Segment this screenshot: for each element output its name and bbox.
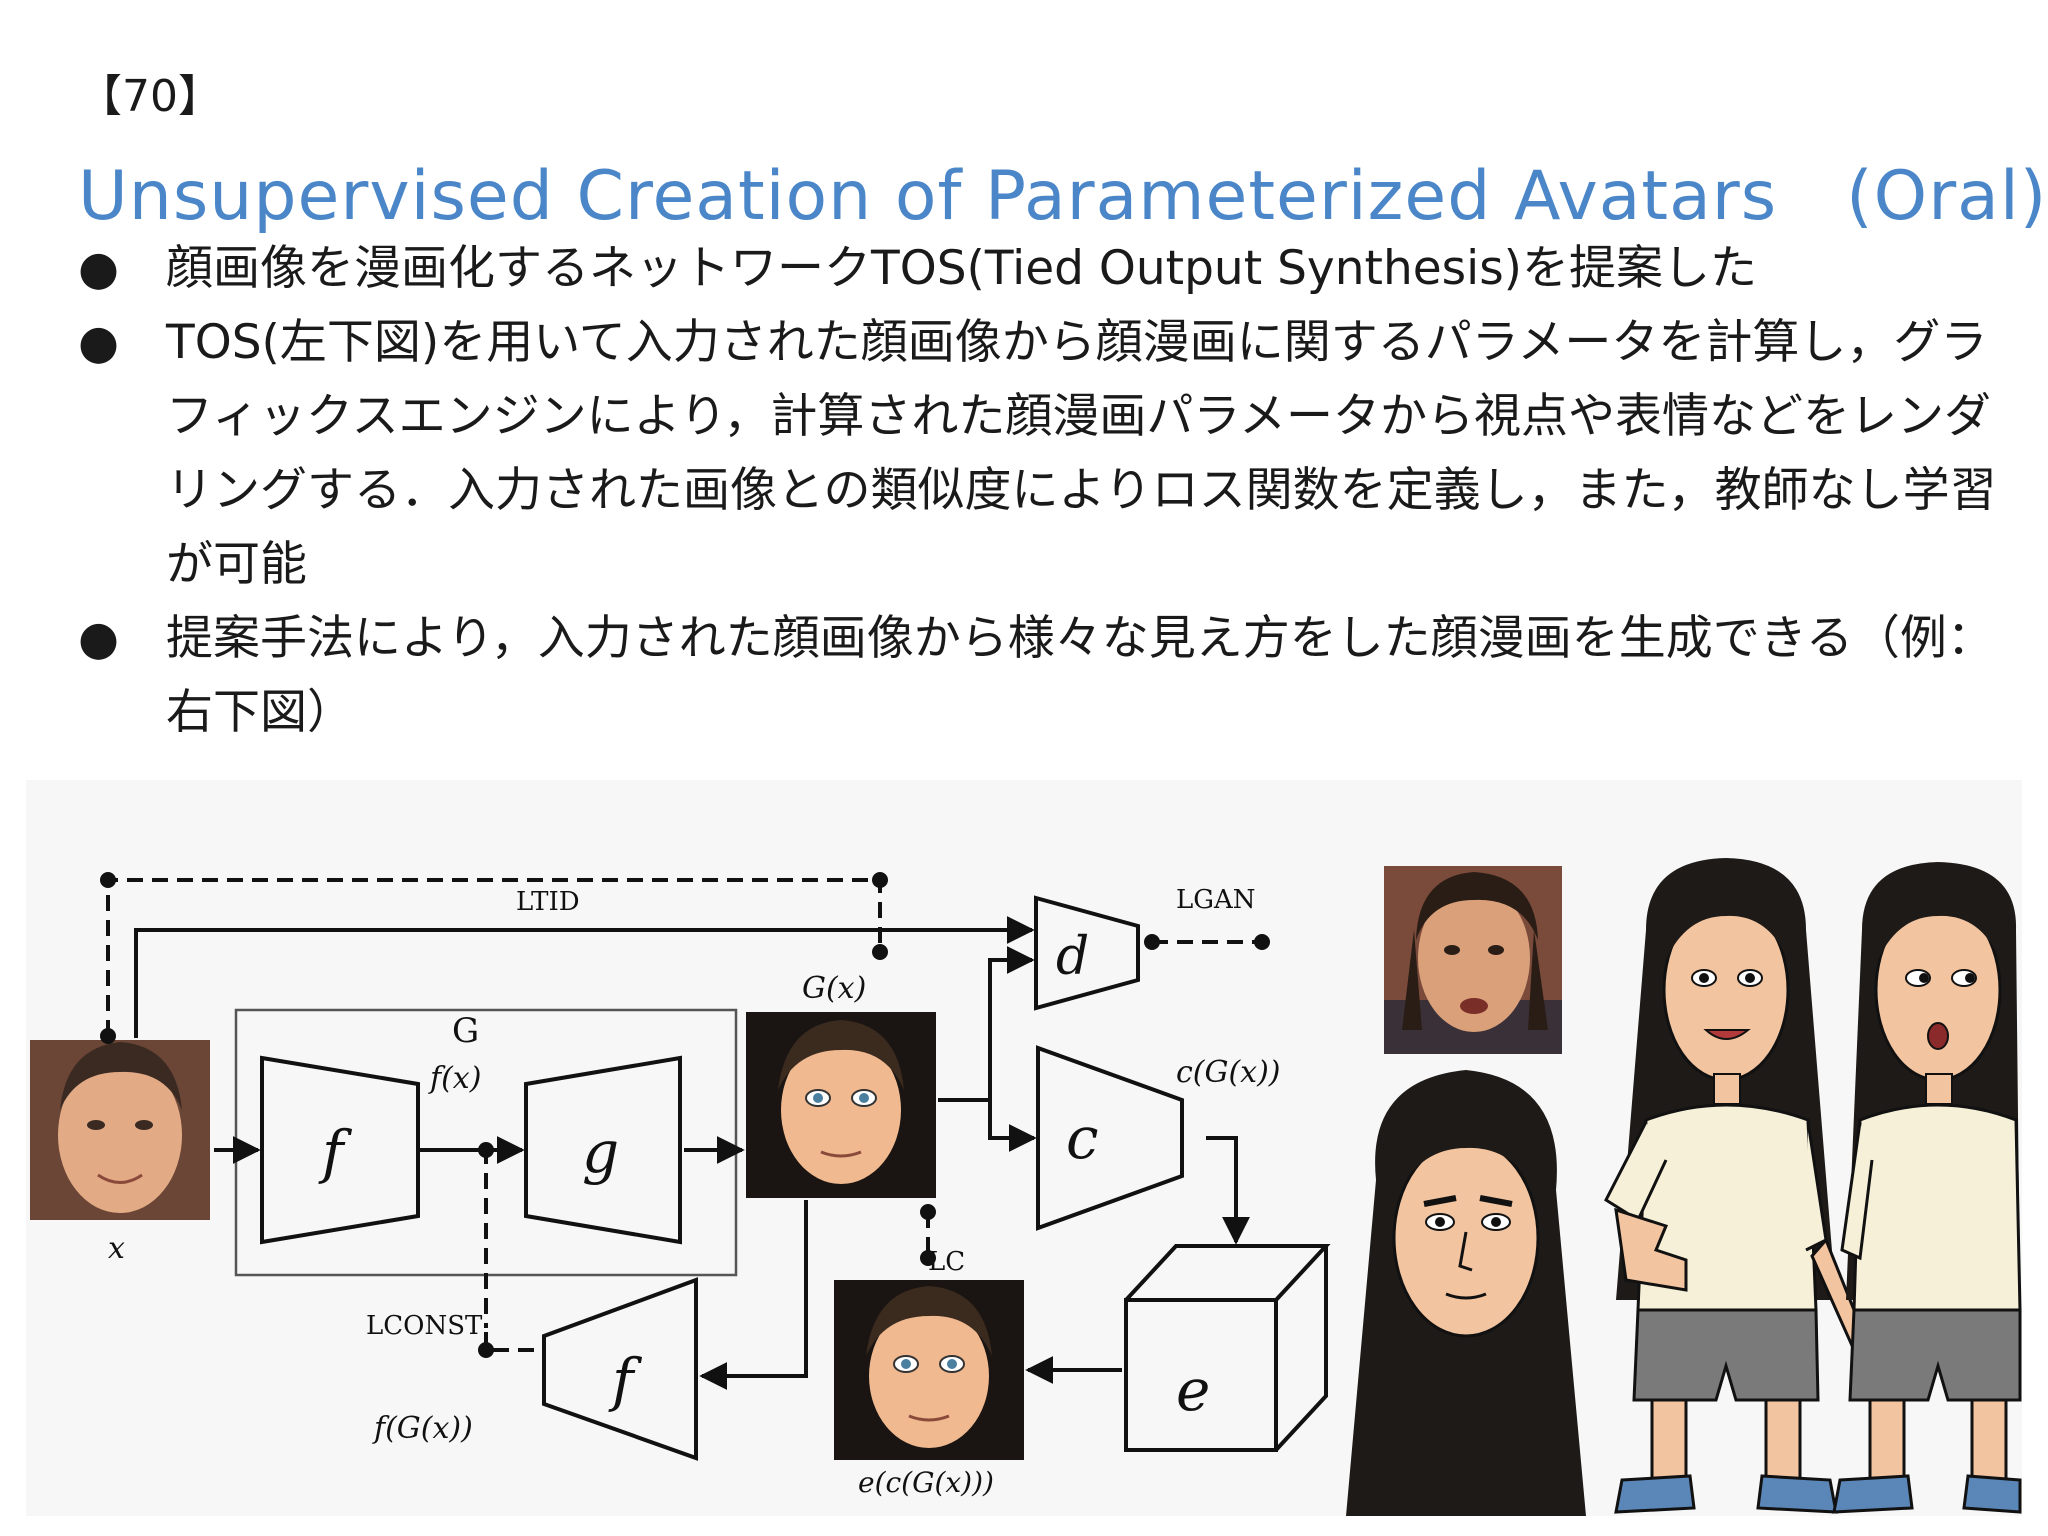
- loss-endpoint-dots: [100, 872, 1270, 1358]
- label-e: e: [1176, 1356, 1210, 1424]
- graphics-engine-e-cube: [1124, 1244, 1331, 1452]
- encoder-f-block: [260, 1055, 420, 1245]
- tos-architecture-diagram: x f g G f(x) G(x) d LGAN c c(G(x)): [30, 872, 1331, 1499]
- avatar-full-body-smiling: [1604, 858, 1868, 1514]
- bullet-dot-icon: ●: [78, 241, 120, 296]
- slide-number: 【70】: [78, 71, 222, 122]
- solid-flow-arrows: [134, 916, 1250, 1390]
- input-face-photo: [30, 1040, 210, 1220]
- avatar-head-front: [1346, 1070, 1586, 1516]
- bullet-text: TOS(左下図)を用いて入力された顔画像から顔漫画に関するパラメータを計算し，グ…: [166, 315, 1997, 592]
- bullet-text: 顔画像を漫画化するネットワークTOS(Tied Output Synthesis…: [166, 241, 1758, 296]
- rendered-cartoon-face: [834, 1280, 1024, 1460]
- bullet-dot-icon: ●: [78, 611, 120, 666]
- discriminator-d-block: [1034, 895, 1140, 1011]
- bullet-text: 提案手法により，入力された顔画像から様々な見え方をした顔漫画を生成できる（例：右…: [166, 611, 1994, 740]
- bullet-list: ● 顔画像を漫画化するネットワークTOS(Tied Output Synthes…: [78, 232, 1998, 750]
- label-fGx: f(G(x)): [372, 1411, 473, 1446]
- label-g: g: [582, 1118, 619, 1186]
- bullet-item: ● 提案手法により，入力された顔画像から様々な見え方をした顔漫画を生成できる（例…: [78, 602, 1998, 750]
- encoder-f-second-block: [542, 1277, 698, 1461]
- tos-figure: x f g G f(x) G(x) d LGAN c c(G(x)): [30, 858, 2022, 1516]
- label-ecGx: e(c(G(x))): [858, 1466, 994, 1499]
- label-x: x: [108, 1231, 125, 1266]
- label-f-second: f: [608, 1346, 643, 1414]
- decoder-g-block: [524, 1055, 682, 1245]
- label-cGx: c(G(x)): [1176, 1055, 1281, 1090]
- slide-title: Unsupervised Creation of Parameterized A…: [78, 157, 2048, 236]
- reference-face-photo: [1384, 866, 1562, 1054]
- label-l-const: LCONST: [366, 1311, 483, 1341]
- label-f: f: [318, 1118, 353, 1186]
- generated-cartoon-face: [746, 1012, 936, 1198]
- label-fx: f(x): [428, 1061, 481, 1096]
- label-l-gan: LGAN: [1176, 885, 1256, 915]
- label-d: d: [1056, 927, 1089, 987]
- parameter-net-c-block: [1036, 1045, 1184, 1231]
- avatar-examples: [1346, 858, 2022, 1516]
- figure: x f g G f(x) G(x) d LGAN c c(G(x)): [26, 780, 2022, 1516]
- label-G: G: [452, 1011, 479, 1051]
- label-l-tid: LTID: [516, 887, 580, 917]
- bullet-dot-icon: ●: [78, 315, 120, 370]
- bullet-item: ● TOS(左下図)を用いて入力された顔画像から顔漫画に関するパラメータを計算し…: [78, 306, 1998, 602]
- label-Gx: G(x): [802, 971, 866, 1006]
- avatar-full-body-surprised: [1832, 862, 2022, 1514]
- label-c: c: [1066, 1104, 1098, 1172]
- bullet-item: ● 顔画像を漫画化するネットワークTOS(Tied Output Synthes…: [78, 232, 1998, 306]
